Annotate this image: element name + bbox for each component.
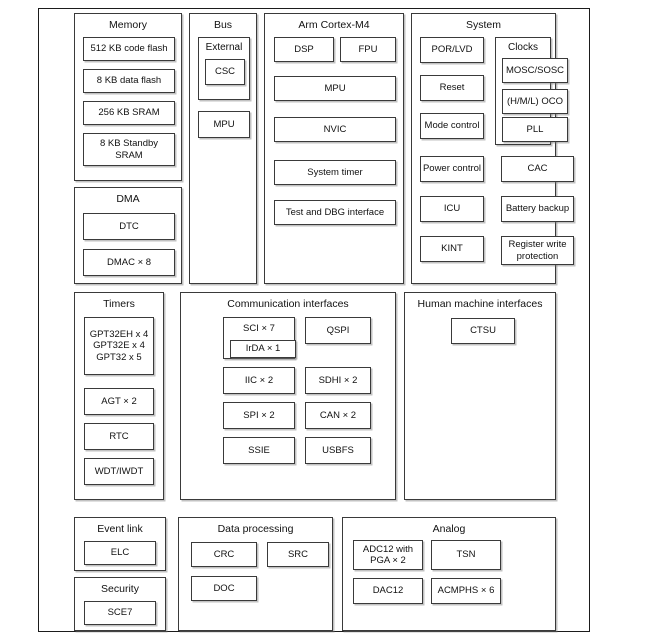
- block-spi: SPI × 2: [223, 402, 295, 429]
- block-tsn: TSN: [431, 540, 501, 570]
- block-nvic: NVIC: [274, 117, 396, 142]
- block-csc: CSC: [205, 59, 245, 85]
- block-dsp: DSP: [274, 37, 334, 62]
- block-mode-control: Mode control: [420, 113, 484, 139]
- block-sram: 256 KB SRAM: [83, 101, 175, 125]
- block-iic: IIC × 2: [223, 367, 295, 394]
- group-system: System POR/LVD Reset Mode control Power …: [411, 13, 574, 284]
- block-code-flash: 512 KB code flash: [83, 37, 175, 61]
- group-memory-title: Memory: [109, 19, 147, 31]
- block-qspi: QSPI: [305, 317, 371, 344]
- group-event-link: Event link ELC: [74, 517, 166, 571]
- subgroup-clocks: Clocks MOSC/SOSC (H/M/L) OCO PLL: [495, 37, 568, 145]
- group-communication-interfaces: Communication interfaces SCI × 7 IrDA × …: [180, 292, 396, 500]
- mcu-block-diagram-frame: Memory 512 KB code flash 8 KB data flash…: [38, 8, 590, 632]
- block-data-flash: 8 KB data flash: [83, 69, 175, 93]
- block-elc: ELC: [84, 541, 156, 565]
- block-por-lvd: POR/LVD: [420, 37, 484, 63]
- group-bus: Bus External CSC MPU: [189, 13, 257, 284]
- group-communication-interfaces-title: Communication interfaces: [227, 298, 349, 310]
- group-memory: Memory 512 KB code flash 8 KB data flash…: [74, 13, 182, 181]
- block-icu: ICU: [420, 196, 484, 222]
- block-src: SRC: [267, 542, 329, 567]
- subgroup-external: External CSC: [198, 37, 250, 100]
- group-timers-title: Timers: [103, 298, 135, 310]
- block-kint: KINT: [420, 236, 484, 262]
- block-bus-mpu: MPU: [198, 111, 250, 138]
- block-rtc: RTC: [84, 423, 154, 450]
- block-battery-backup: Battery backup: [501, 196, 574, 222]
- block-irda: IrDA × 1: [230, 340, 296, 358]
- group-timers: Timers GPT32EH x 4 GPT32E x 4 GPT32 x 5 …: [74, 292, 164, 500]
- subgroup-external-title: External: [205, 42, 243, 53]
- block-gpt: GPT32EH x 4 GPT32E x 4 GPT32 x 5: [84, 317, 154, 375]
- block-can: CAN × 2: [305, 402, 371, 429]
- block-pll: PLL: [502, 117, 568, 142]
- block-dac12: DAC12: [353, 578, 423, 604]
- group-data-processing: Data processing CRC SRC DOC: [178, 517, 333, 631]
- block-reset: Reset: [420, 75, 484, 101]
- group-arm-cortex-m4-title: Arm Cortex-M4: [298, 19, 370, 31]
- block-sci-label: SCI × 7: [243, 323, 275, 334]
- block-hml-oco: (H/M/L) OCO: [502, 89, 568, 114]
- block-system-timer: System timer: [274, 160, 396, 185]
- group-data-processing-title: Data processing: [217, 523, 294, 535]
- block-sdhi: SDHI × 2: [305, 367, 371, 394]
- subgroup-clocks-title: Clocks: [507, 42, 538, 53]
- block-mosc-sosc: MOSC/SOSC: [502, 58, 568, 83]
- block-crc: CRC: [191, 542, 257, 567]
- block-standby-sram: 8 KB Standby SRAM: [83, 133, 175, 166]
- group-event-link-title: Event link: [97, 523, 143, 535]
- block-acmphs: ACMPHS × 6: [431, 578, 501, 604]
- group-arm-cortex-m4: Arm Cortex-M4 DSP FPU MPU NVIC System ti…: [264, 13, 404, 284]
- group-security-title: Security: [101, 583, 139, 595]
- group-analog: Analog ADC12 with PGA × 2 TSN DAC12 ACMP…: [342, 517, 556, 631]
- block-wdt-iwdt: WDT/IWDT: [84, 458, 154, 485]
- group-dma: DMA DTC DMAC × 8: [74, 187, 182, 284]
- block-ctsu: CTSU: [451, 318, 515, 344]
- block-sce7: SCE7: [84, 601, 156, 625]
- block-mpu: MPU: [274, 76, 396, 101]
- block-doc: DOC: [191, 576, 257, 601]
- block-adc12: ADC12 with PGA × 2: [353, 540, 423, 570]
- block-dmac: DMAC × 8: [83, 249, 175, 276]
- block-ssie: SSIE: [223, 437, 295, 464]
- group-analog-title: Analog: [432, 523, 466, 535]
- block-agt: AGT × 2: [84, 388, 154, 415]
- group-human-machine-interfaces: Human machine interfaces CTSU: [404, 292, 556, 500]
- group-human-machine-interfaces-title: Human machine interfaces: [417, 298, 543, 310]
- group-security: Security SCE7: [74, 577, 166, 631]
- group-system-title: System: [465, 19, 501, 31]
- block-dtc: DTC: [83, 213, 175, 240]
- block-fpu: FPU: [340, 37, 396, 62]
- group-bus-title: Bus: [213, 19, 233, 31]
- block-register-write-protection: Register write protection: [501, 236, 574, 265]
- group-dma-title: DMA: [116, 193, 140, 205]
- block-power-control: Power control: [420, 156, 484, 182]
- block-cac: CAC: [501, 156, 574, 182]
- block-test-dbg-interface: Test and DBG interface: [274, 200, 396, 225]
- block-usbfs: USBFS: [305, 437, 371, 464]
